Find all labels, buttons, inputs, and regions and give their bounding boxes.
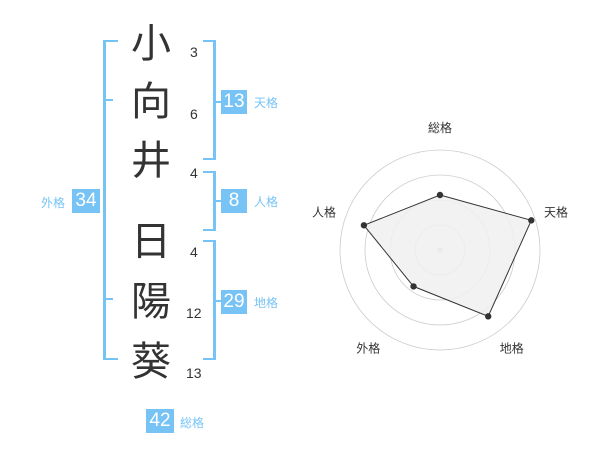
outer-bracket-tick-2 [103,298,113,300]
radar-axis-label-1: 総格 [428,120,452,135]
tenkaku-bracket-top [203,40,216,42]
radar-point-5 [360,222,368,229]
stroke-count-1: 3 [190,44,198,60]
tenkaku-bracket-arm [213,101,223,103]
outer-bracket-tick-1 [103,99,113,101]
tenkaku-bracket-vertical [213,40,216,160]
name-char-5: 陽 [131,279,171,325]
tenkaku-label: 天格 [254,96,279,110]
radar-axis-label-2: 天格 [544,204,568,219]
radar-axis-label-4: 外格 [356,341,380,356]
radar-ring-4 [339,149,541,351]
jinkaku-value-badge: 8 [221,189,247,213]
name-char-4: 日 [131,219,171,265]
stroke-count-5: 12 [186,305,202,321]
radar-point-4 [410,283,417,290]
jinkaku-label: 人格 [254,195,279,209]
jinkaku-bracket-arm [213,200,223,202]
chikaku-bracket-bottom [203,358,216,360]
radar-point-3 [484,313,492,320]
name-char-3: 井 [131,138,171,184]
radar-axis-label-3: 地格 [500,341,524,356]
chikaku-bracket-arm [213,300,223,302]
chikaku-bracket-top [203,240,216,242]
name-char-6: 葵 [131,339,171,385]
name-char-2: 向 [131,79,171,125]
radar-axis-label-5: 人格 [312,204,336,219]
stroke-count-6: 13 [186,365,202,381]
stroke-count-2: 6 [190,106,198,122]
soukaku-value-badge: 42 [146,409,174,433]
tenkaku-value-badge: 13 [221,90,247,114]
tenkaku-bracket-bottom [203,158,216,160]
gaikaku-label: 外格 [41,196,66,210]
chikaku-value-badge: 29 [221,290,247,314]
outer-bracket-top [103,40,118,42]
stroke-count-3: 4 [190,165,198,181]
stroke-count-4: 4 [190,244,198,260]
soukaku-label: 総格 [180,416,205,430]
radar-series-polygon [363,194,532,317]
jinkaku-bracket-top [203,171,216,173]
outer-bracket-vertical [103,40,106,360]
jinkaku-bracket-bottom [203,229,216,231]
chikaku-label: 地格 [254,296,279,310]
name-char-1: 小 [131,21,171,67]
radar-point-1 [436,191,444,199]
gaikaku-value-badge: 34 [72,189,100,213]
radar-point-2 [528,217,535,224]
outer-bracket-bottom [103,358,118,360]
